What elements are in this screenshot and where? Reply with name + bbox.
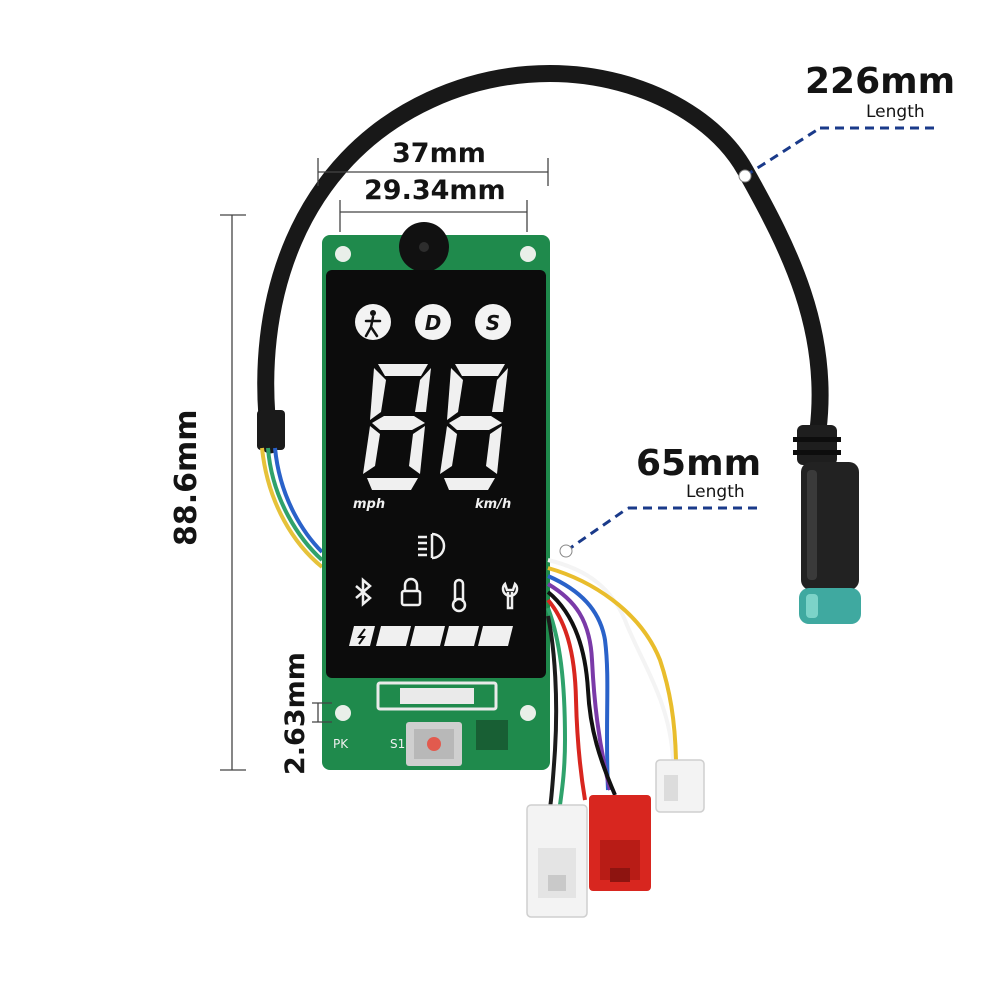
pcb-label-s1: S1: [390, 737, 405, 751]
height-label: 88.6mm: [169, 409, 204, 546]
bluetooth-icon: [355, 577, 372, 607]
headlight-icon: [418, 532, 446, 560]
main-cable: [257, 65, 829, 454]
unit-mph: mph: [353, 497, 385, 512]
short-cable-length-sublabel: Length: [686, 482, 745, 502]
dimension-lines: [220, 158, 549, 771]
mode-d-label: D: [425, 311, 442, 335]
main-cable-length-label: 226mm: [805, 61, 956, 102]
wrench-icon: [501, 581, 519, 610]
pcb-label-pk: PK: [333, 737, 349, 751]
hole-offset-label: 2.63mm: [280, 652, 311, 775]
battery-bar: [349, 626, 513, 646]
white-connector-small: [655, 759, 705, 813]
sport-mode-button: [475, 304, 511, 340]
width-37-label: 37mm: [392, 138, 486, 169]
short-cable-length-label: 65mm: [636, 443, 762, 484]
speed-digit-1: [363, 364, 431, 490]
unit-kmh: km/h: [475, 497, 511, 512]
main-cable-length-sublabel: Length: [866, 102, 925, 122]
drive-mode-button: [415, 304, 451, 340]
speed-digit-2: [440, 364, 508, 490]
waterproof-connector: [793, 425, 861, 624]
white-connector-large: [526, 804, 588, 918]
thermometer-icon: [451, 578, 467, 613]
mode-s-label: S: [486, 311, 500, 335]
width-29-label: 29.34mm: [364, 175, 506, 206]
lock-icon: [400, 577, 422, 607]
cable-sleeve: [257, 410, 285, 450]
red-connector: [589, 795, 651, 891]
leader-lines: [565, 126, 940, 553]
